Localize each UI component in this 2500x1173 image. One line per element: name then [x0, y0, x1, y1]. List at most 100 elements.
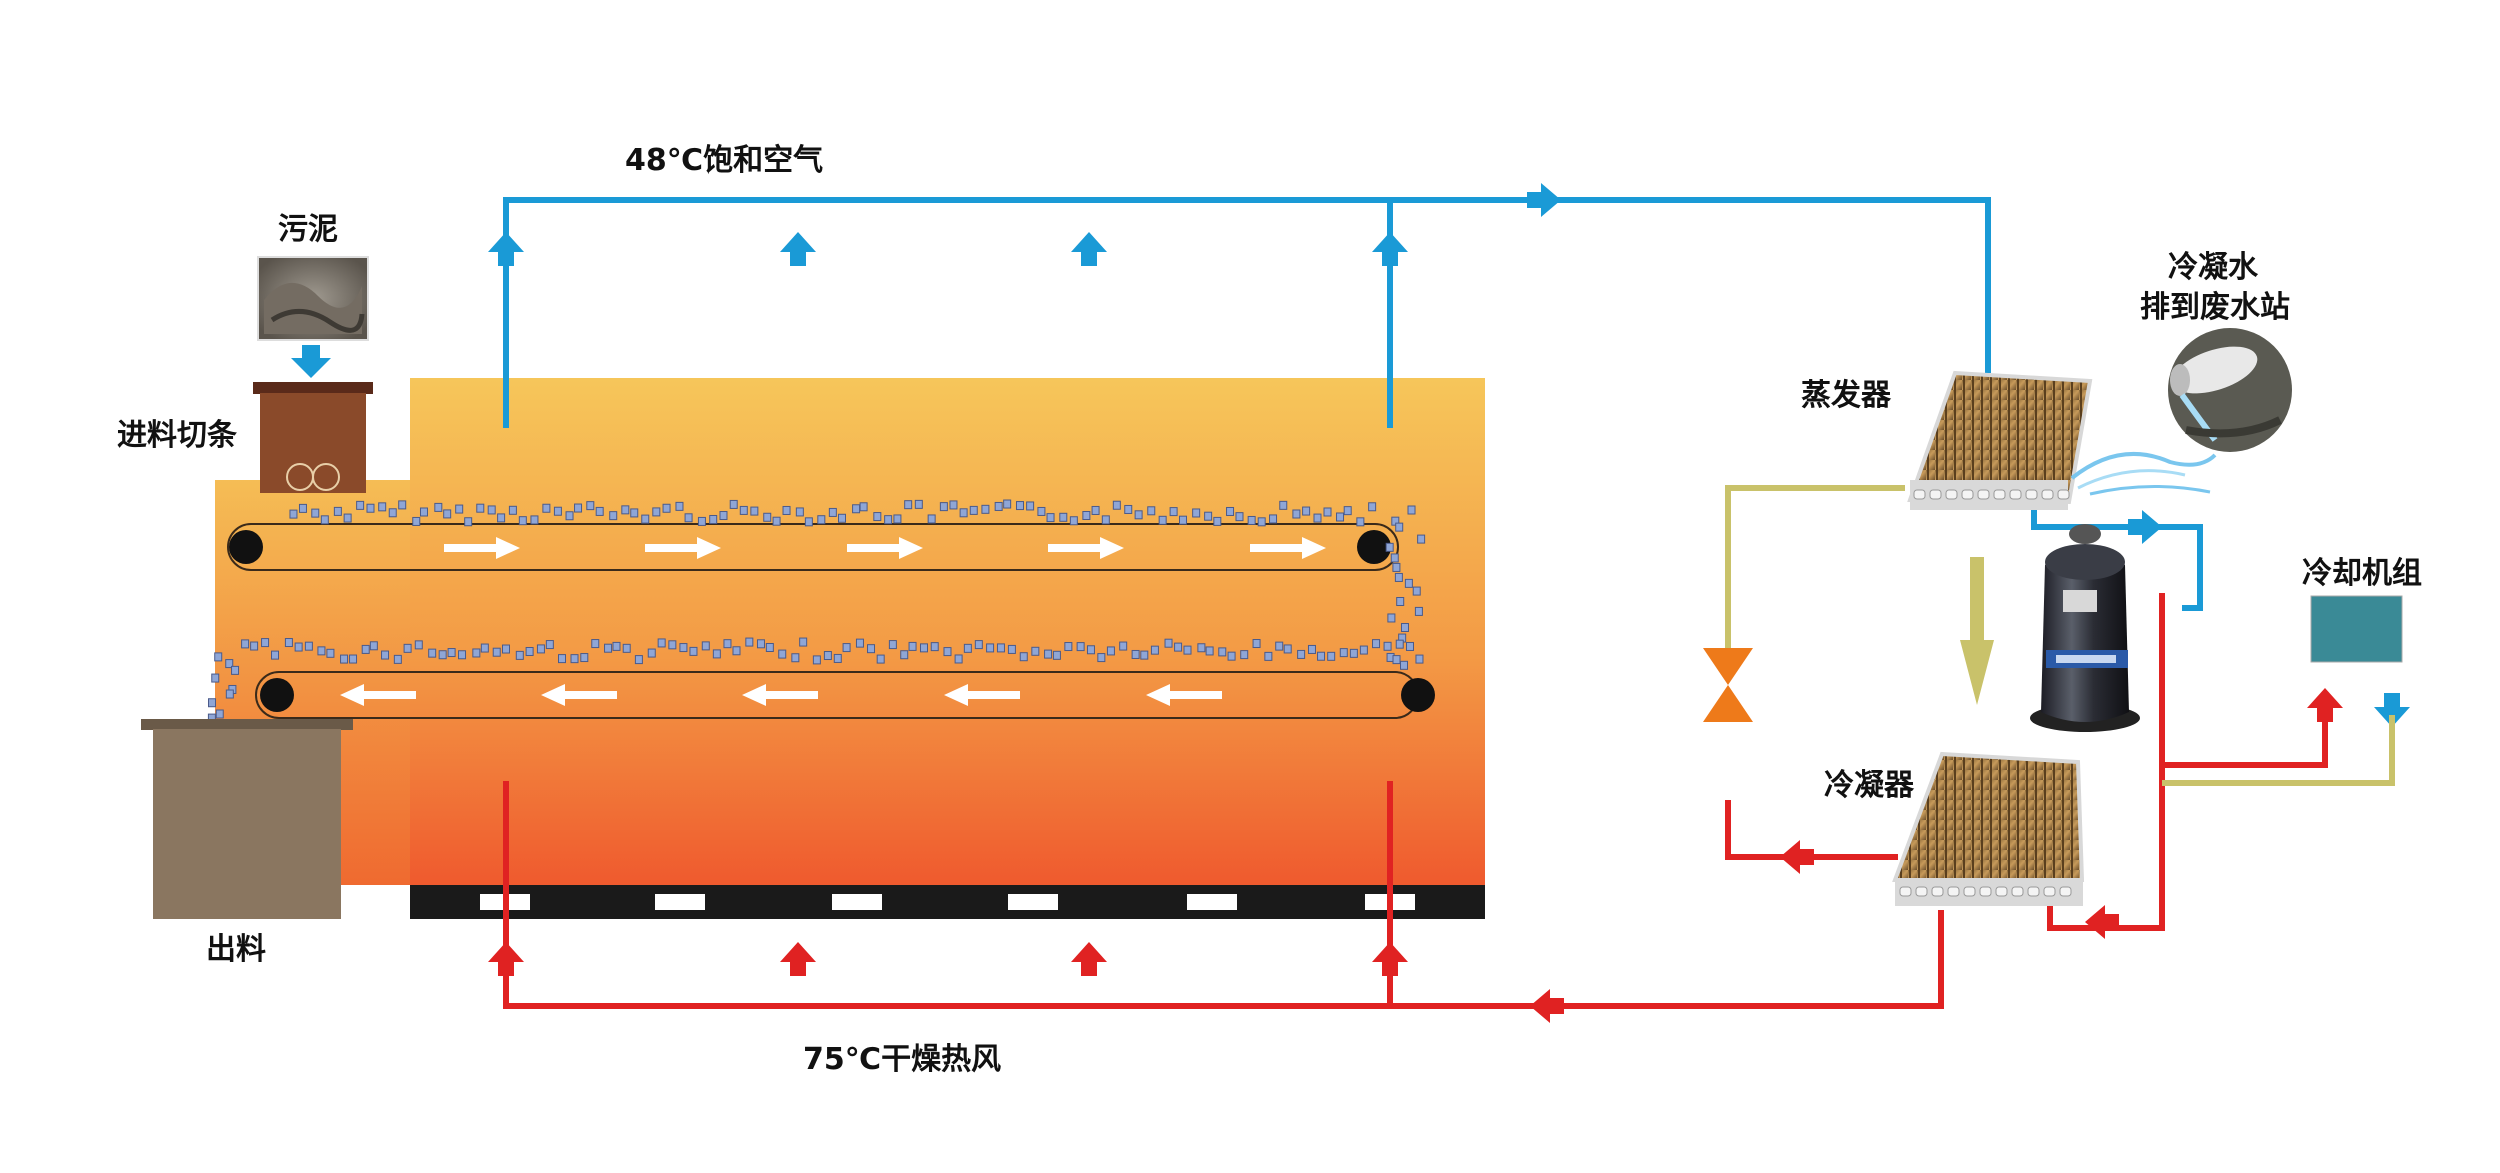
sludge-pellet	[553, 506, 562, 516]
sludge-pellet	[1339, 648, 1348, 658]
sludge-pellet	[1279, 500, 1288, 510]
sludge-pellet	[215, 709, 224, 719]
air-up-arrow-icon	[488, 232, 524, 266]
sludge-pellet	[697, 516, 706, 526]
sludge-pellet	[476, 503, 485, 513]
saturated-air-arrows	[488, 183, 2410, 727]
sludge-pellet	[1313, 513, 1322, 523]
sludge-pellet	[438, 650, 447, 660]
condensate-label-line1: 冷凝水	[2168, 250, 2258, 285]
air-up-arrow-icon	[1372, 942, 1408, 976]
sludge-pellet	[1204, 511, 1213, 521]
sludge-pellet	[904, 500, 913, 510]
sludge-pellet	[1213, 516, 1222, 526]
sludge-pellet	[231, 665, 240, 675]
sludge-pellet	[1197, 643, 1206, 653]
sludge-pellet	[1235, 512, 1244, 522]
sludge-pellet	[480, 643, 489, 653]
vent-slot	[832, 894, 882, 910]
sludge-pellet	[320, 515, 329, 525]
sludge-pellet	[428, 648, 437, 658]
sludge-pellet	[996, 643, 1005, 653]
sludge-pellet	[542, 503, 551, 513]
sludge-pellet	[1044, 649, 1053, 659]
sludge-pellet	[709, 514, 718, 524]
white-arrow-right-icon	[847, 537, 923, 559]
white-arrow-left-icon	[742, 684, 818, 706]
sludge-pellet	[873, 512, 882, 522]
dryer-chamber	[215, 378, 1485, 919]
sludge-pellet	[1257, 517, 1266, 527]
sludge-pellet	[1205, 646, 1214, 656]
belt-roller	[1357, 530, 1391, 564]
sludge-pellet	[974, 640, 983, 650]
sludge-pellet	[443, 509, 452, 519]
air-up-arrow-icon	[780, 232, 816, 266]
sludge-pellet	[795, 507, 804, 517]
sludge-pellet	[1076, 642, 1085, 652]
output-bin-body	[153, 729, 341, 919]
sludge-pellet	[679, 643, 688, 653]
sludge-pellet	[419, 507, 428, 517]
refrigerant-lines	[1725, 485, 2395, 786]
sludge-pellet	[591, 639, 600, 649]
sludge-pellet	[501, 644, 510, 654]
sludge-pellet	[612, 641, 621, 651]
sludge-pellet	[1269, 514, 1278, 524]
sludge-pellet	[536, 644, 545, 654]
sludge-pellet	[630, 508, 639, 518]
sludge-pellet	[634, 655, 643, 665]
sludge-pellet	[652, 507, 661, 517]
sludge-pellet	[1147, 506, 1156, 516]
sludge-pellet	[723, 639, 732, 649]
sludge-pellet	[214, 652, 223, 662]
air-up-arrow-icon	[488, 942, 524, 976]
sludge-pellet	[1119, 641, 1128, 651]
sludge-pellet	[647, 648, 656, 658]
sludge-pellet	[271, 650, 280, 660]
sludge-pellet	[208, 698, 217, 708]
sludge-pellet	[525, 646, 534, 656]
sludge-pellet	[1302, 506, 1311, 516]
sludge-pellet	[1392, 655, 1401, 665]
sludge-pellet	[1007, 644, 1016, 654]
sludge-pellet	[959, 508, 968, 518]
sludge-pellet	[497, 513, 506, 523]
sludge-pellet	[828, 507, 837, 517]
cooling-unit-box	[2310, 595, 2403, 663]
sludge-pellet	[884, 515, 893, 525]
sludge-pellet	[778, 649, 787, 659]
white-arrow-right-icon	[1250, 537, 1326, 559]
sludge-pellet	[939, 502, 948, 512]
sludge-pellet	[343, 513, 352, 523]
sludge-pellet	[1037, 506, 1046, 516]
sludge-pellet	[1240, 650, 1249, 660]
air-up-arrow-icon	[1071, 942, 1107, 976]
sludge-pellet	[311, 508, 320, 518]
sludge-pellet	[609, 511, 618, 521]
sludge-pellet	[804, 517, 813, 527]
sludge-pellet	[1086, 645, 1095, 655]
sludge-pellet	[772, 516, 781, 526]
white-arrow-left-icon	[1146, 684, 1222, 706]
sludge-pellet	[1292, 509, 1301, 519]
expansion-valve-icon	[1703, 648, 1753, 722]
white-arrow-right-icon	[1048, 537, 1124, 559]
sludge-pellet	[250, 641, 259, 651]
sludge-pellet	[326, 648, 335, 658]
sludge-pellet	[225, 689, 234, 699]
sludge-pellet	[838, 513, 847, 523]
sludge-pellet	[750, 506, 759, 516]
sludge-pellet	[1394, 572, 1403, 582]
sludge-pellet	[1275, 641, 1284, 651]
sludge-pellet	[361, 644, 370, 654]
feed-hopper	[253, 382, 373, 493]
sludge-pellet	[914, 499, 923, 509]
feed-label: 进料切条	[117, 418, 237, 453]
sludge-pellet	[1183, 645, 1192, 655]
sludge-pellet	[1091, 505, 1100, 515]
coolant-down-arrow-icon	[2374, 693, 2410, 727]
sludge-pellet	[701, 641, 710, 651]
sludge-pellet	[304, 641, 313, 651]
sludge-pellet	[508, 505, 517, 515]
